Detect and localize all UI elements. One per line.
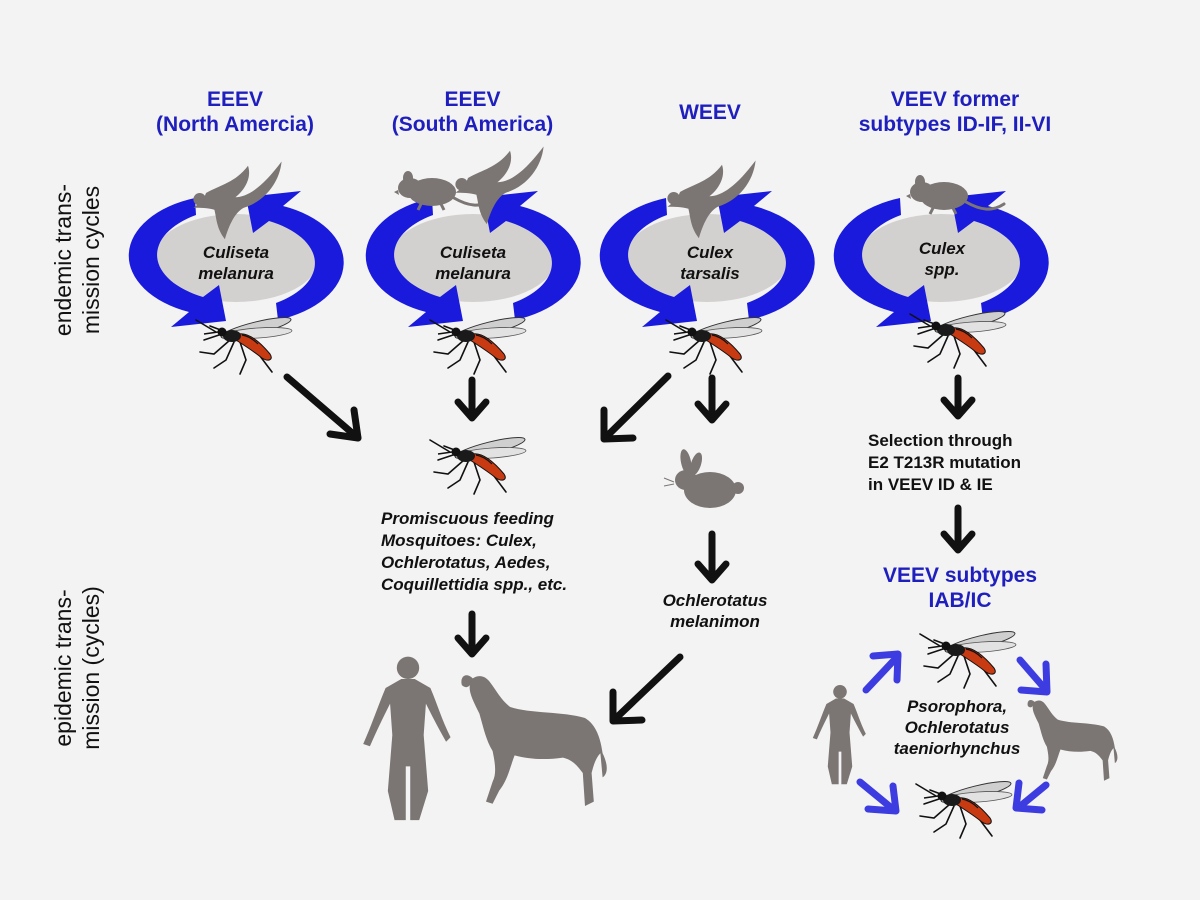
epidemic-vector-veev: Psorophora, Ochlerotatus taeniorhynchus [893, 697, 1021, 758]
arrow-head-veev [940, 396, 976, 420]
horse-silhouette [461, 675, 607, 806]
arrow-head-weev-down [694, 400, 730, 424]
human-silhouette [363, 656, 451, 821]
title-eeev-na: EEEV (North Amercia) [156, 88, 314, 136]
vector-weev: Culex tarsalis [680, 243, 740, 283]
title-weev: WEEV [679, 101, 741, 124]
arrow-head-ochlerotatus [609, 688, 646, 725]
vector-eeev-na: Culiseta melanura [198, 243, 274, 283]
arrow-head-rabbit [694, 560, 730, 584]
arrow-ochlerotatus-to-hosts [610, 653, 684, 724]
epidemic-cycle-veev [812, 626, 1118, 839]
rabbit-silhouette [663, 447, 745, 509]
epidemic-vector-weev: Ochlerotatus melanimon [662, 591, 768, 631]
flow-arrows [283, 372, 976, 725]
promiscuous-mosquitoes: Promiscuous feeding Mosquitoes: Culex, O… [381, 509, 568, 594]
row-label-epidemic: epidemic trans- mission (cycles) [50, 586, 104, 750]
endemic-cycle-eeev-na [128, 161, 344, 375]
row-label-endemic: endemic trans- mission cycles [50, 183, 104, 337]
endemic-cycle-veev [833, 173, 1049, 369]
endemic-cycle-weev [599, 160, 815, 375]
title-veev: VEEV former subtypes ID-IF, II-VI [858, 88, 1052, 136]
arrow-head-promiscuous [454, 634, 490, 658]
vector-veev: Culex spp. [918, 239, 966, 279]
mosquito-promiscuous [429, 432, 528, 495]
title-veev-epidemic: VEEV subtypes IAB/IC [882, 564, 1038, 612]
arrow-head-eeev-na [326, 406, 362, 442]
arrow-weev-to-promiscuous [601, 372, 672, 442]
arrow-head-eeev-sa [454, 398, 490, 422]
arrow-head-selection [940, 530, 976, 554]
endemic-cycle-eeev-sa [365, 146, 581, 375]
selection-mutation: Selection through E2 T213R mutation in V… [868, 431, 1022, 494]
vector-eeev-sa: Culiseta melanura [435, 243, 511, 283]
arrow-eeev-na-to-promiscuous [283, 373, 362, 442]
title-eeev-sa: EEEV (South America) [391, 88, 554, 136]
arrow-head-weev-left [600, 406, 637, 443]
